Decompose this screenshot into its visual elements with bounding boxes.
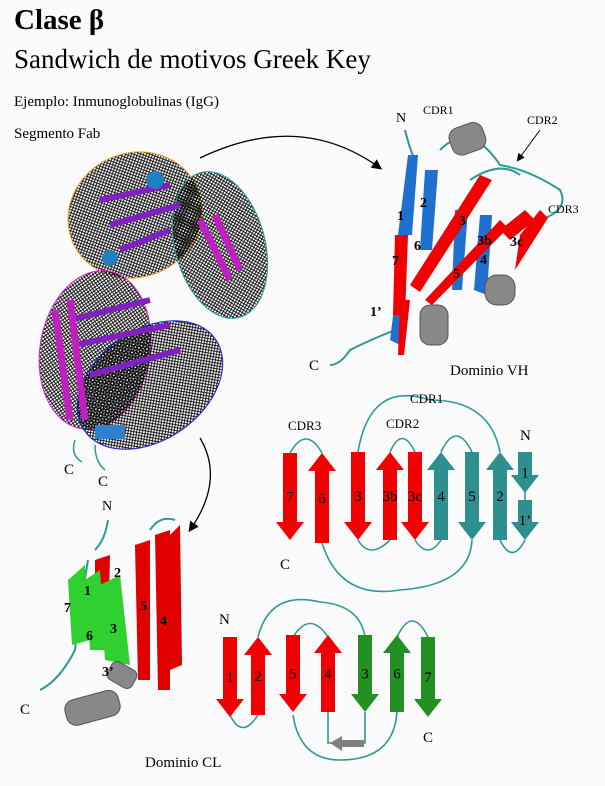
cl-strand-down	[279, 635, 307, 712]
vh-topology-loops	[289, 394, 526, 593]
cl-topology: N C 1 2 5 4 3 6 7	[216, 598, 442, 761]
cl-structure: N 1 2 7 6 3 5 4 3’ C Dominio CL	[20, 499, 221, 771]
vh-strand-up	[486, 452, 514, 540]
cl-strand-label: 3	[361, 667, 369, 683]
fab-model: C C	[38, 151, 269, 490]
vh-n-label: N	[396, 111, 406, 126]
vh-cdr2-label: CDR2	[527, 113, 558, 127]
cl-strand-up	[314, 635, 342, 712]
fab-strands-magenta	[51, 213, 244, 421]
cl-strand-label: 2	[254, 669, 262, 685]
cl-caption: Dominio CL	[145, 755, 221, 771]
vh-strand-down	[344, 452, 372, 540]
vh-topology-cdr3: CDR3	[288, 418, 321, 433]
cl-strand-label: 5	[140, 599, 147, 614]
arrow-to-vh	[199, 135, 383, 170]
vh-strand-up	[427, 452, 455, 540]
cl-green-strands	[68, 565, 130, 665]
vh-strand-label: 7	[286, 490, 294, 506]
vh-topology-c: C	[280, 557, 290, 573]
example-label: Ejemplo: Inmunoglobulinas (IgG)	[14, 94, 219, 110]
cl-strand-up	[383, 635, 411, 712]
page-title: Clase β	[14, 4, 105, 36]
vh-strand-label: 2	[496, 489, 504, 505]
fab-strands	[69, 182, 181, 378]
cl-strand-label: 5	[289, 667, 297, 683]
fab-c-label: C	[98, 474, 108, 490]
vh-strand-label: 1’	[519, 513, 532, 529]
vh-strand-label: 6	[318, 491, 326, 507]
cl-strand-label: 1	[84, 584, 91, 599]
cl-strand-label: 3’	[102, 665, 114, 680]
cl-strand-label: 1	[226, 670, 234, 686]
vh-strand-label: 1’	[370, 305, 382, 320]
fab-blue-domain	[76, 320, 224, 450]
vh-strand-label: 3c	[408, 489, 423, 505]
cl-topology-gray-arrow	[330, 736, 364, 751]
vh-strand-label: 6	[414, 239, 421, 254]
fab-helix	[95, 425, 125, 439]
vh-strand-label: 5	[453, 267, 460, 282]
vh-caption: Dominio VH	[450, 363, 529, 379]
vh-strand-label: 4	[480, 253, 487, 268]
vh-strand-label: 1	[521, 466, 529, 482]
vh-strand-label: 3b	[477, 234, 492, 249]
vh-strand-label: 4	[437, 489, 445, 505]
segment-label: Segmento Fab	[14, 126, 101, 142]
cl-c-label: C	[20, 702, 30, 718]
cl-strand-down	[216, 637, 244, 717]
vh-strand-label: 3	[354, 489, 362, 505]
cl-strand-label: 2	[114, 566, 121, 581]
vh-strand-label: 2	[420, 196, 427, 211]
vh-topology: CDR1 CDR2 CDR3 N C 7 6 3 3b 3c 4 5 2 1 1’	[276, 391, 539, 593]
cl-strand-label: 7	[64, 601, 71, 616]
cl-topology-c: C	[423, 730, 433, 746]
vh-cdr1-label: CDR1	[423, 103, 454, 117]
cl-topology-loops	[229, 598, 429, 761]
cl-topology-n: N	[219, 612, 230, 628]
vh-red-strands	[393, 175, 548, 355]
vh-strand-down	[276, 453, 304, 540]
vh-c-label: C	[309, 358, 319, 374]
vh-strand-down	[511, 500, 539, 540]
vh-helices	[419, 122, 516, 346]
vh-cdr3-label: CDR3	[548, 202, 579, 216]
vh-topology-cdr2: CDR2	[386, 416, 419, 431]
cl-strand-down	[414, 637, 442, 717]
vh-strand-down	[511, 452, 539, 493]
cl-n-label: N	[102, 499, 112, 514]
fab-helix	[146, 171, 164, 189]
vh-strand-down	[401, 452, 429, 540]
cl-strand-down	[351, 635, 379, 712]
vh-loops	[329, 129, 564, 366]
vh-strand-label: 7	[392, 254, 399, 269]
page-subtitle: Sandwich de motivos Greek Key	[14, 44, 371, 74]
vh-strand-label: 3b	[383, 489, 398, 505]
vh-strand-label: 5	[468, 489, 476, 505]
vh-strand-down	[458, 452, 486, 540]
vh-structure: N CDR1 CDR2 CDR3 1 2 3 6 7 1’ 5 4 3b 3c …	[309, 103, 579, 379]
vh-topology-n: N	[520, 428, 531, 444]
vh-strand-label: 3	[459, 214, 466, 229]
cl-strand-label: 3	[110, 622, 117, 637]
fab-teal-domain	[171, 171, 269, 319]
cl-strand-label: 6	[393, 667, 401, 683]
cl-strand-label: 6	[86, 629, 93, 644]
vh-strand-up	[376, 452, 404, 540]
vh-cdr2-pointer	[516, 129, 541, 162]
vh-strand-label: 1	[397, 209, 404, 224]
fab-c-tails	[72, 439, 106, 471]
arrow-to-cl	[188, 437, 211, 533]
cl-strand-label: 4	[324, 667, 332, 683]
vh-strand-up	[308, 453, 336, 543]
cl-strand-up	[244, 637, 272, 715]
vh-topology-cdr1: CDR1	[410, 391, 443, 406]
fab-c-label: C	[64, 462, 74, 478]
cl-strand-label: 4	[160, 614, 167, 629]
fab-helix	[102, 250, 118, 266]
vh-strand-label: 3c	[510, 235, 523, 250]
cl-strand-label: 7	[424, 670, 432, 686]
cl-helices	[64, 661, 138, 726]
